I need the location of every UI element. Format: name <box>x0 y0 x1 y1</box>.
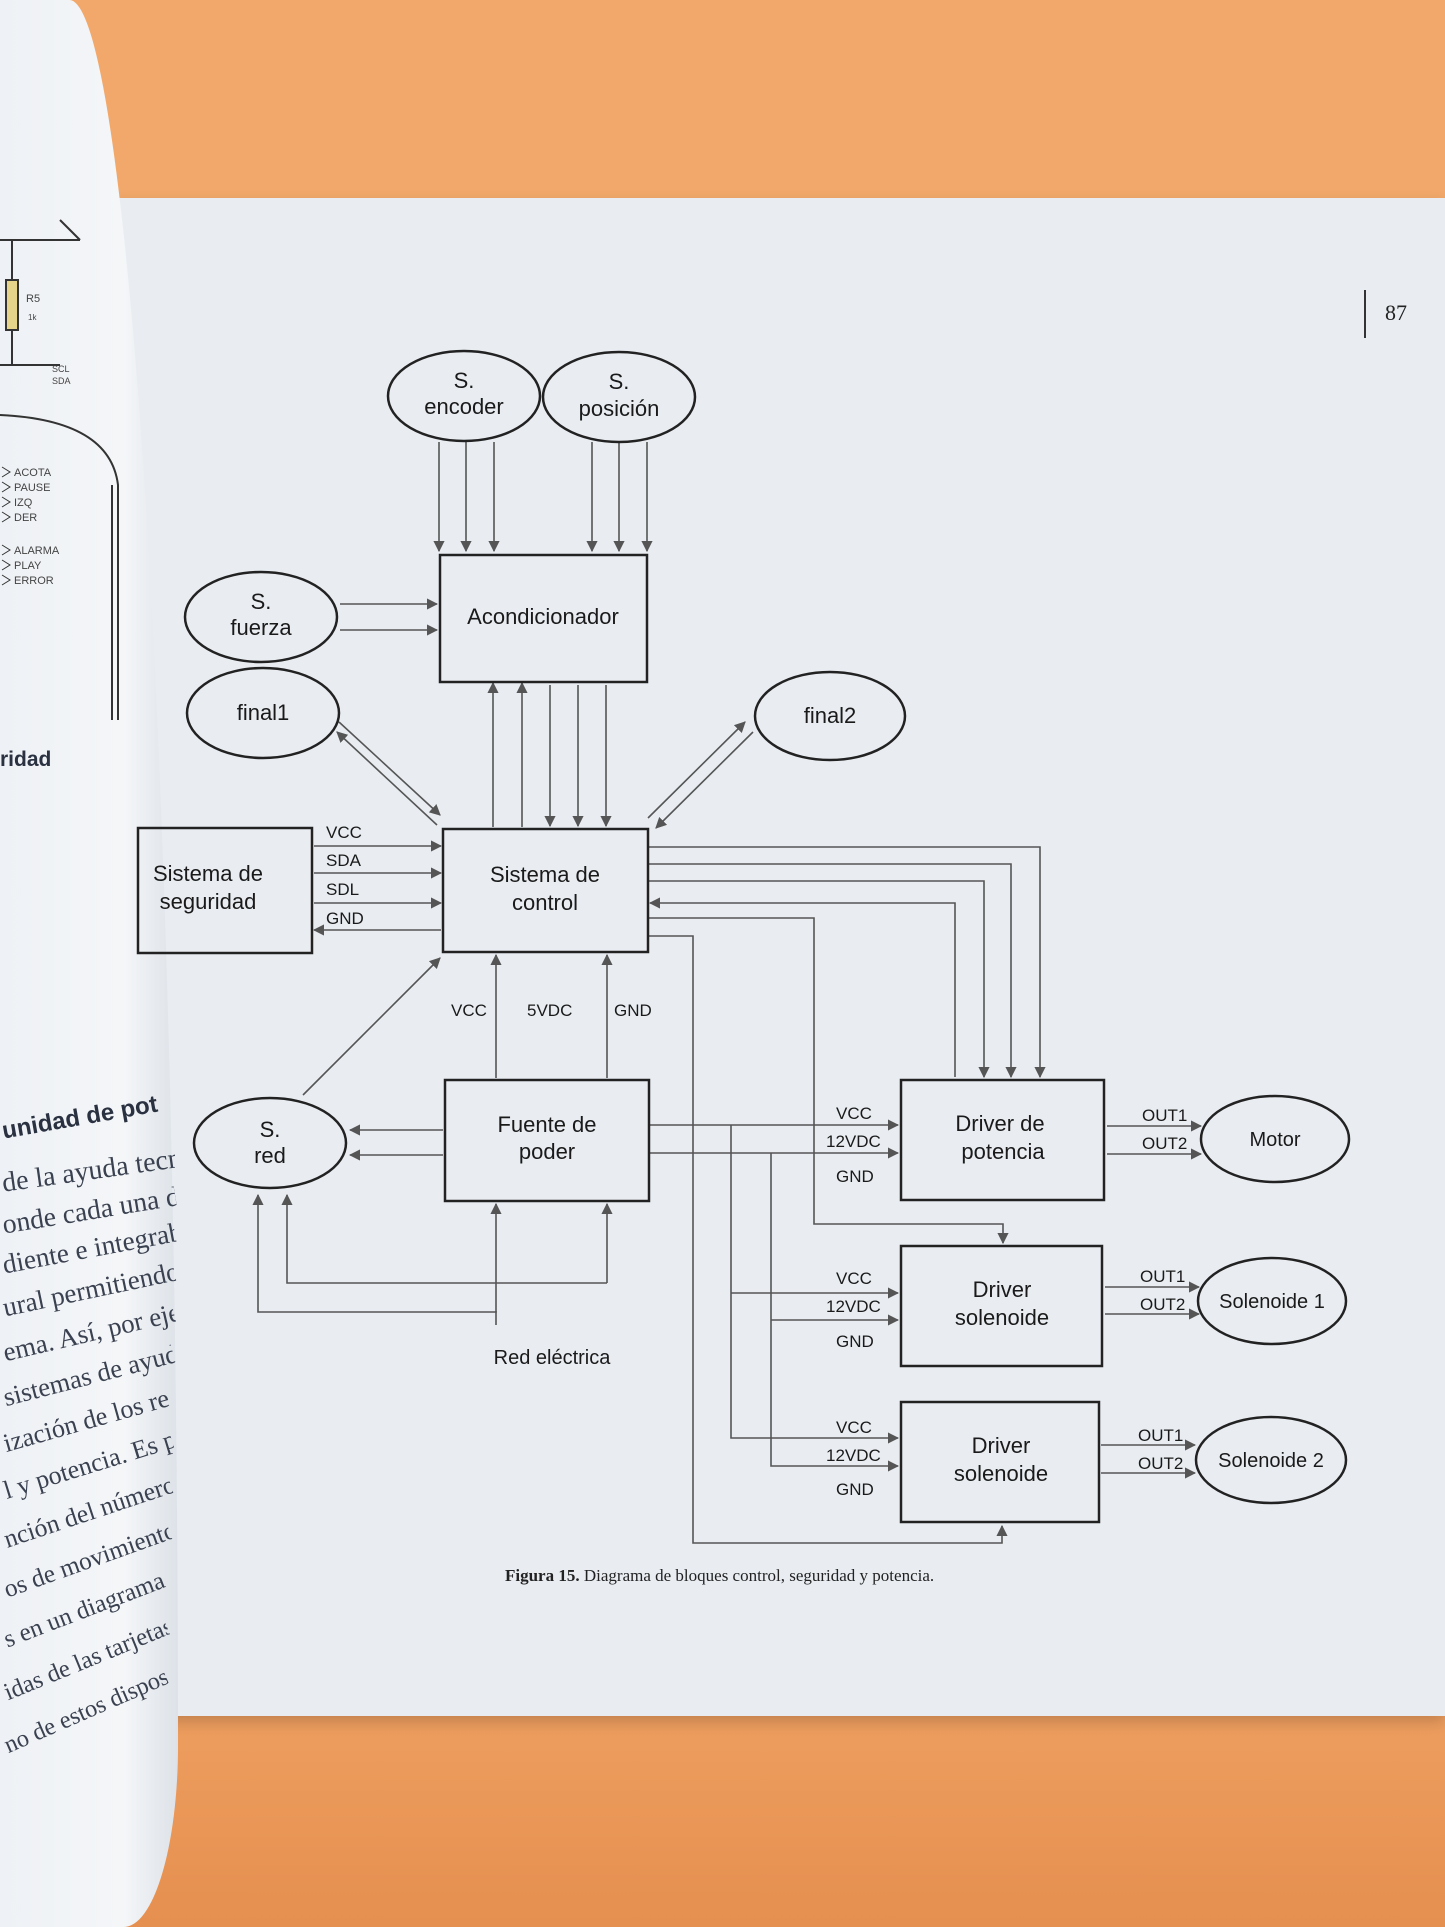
dp-gnd: GND <box>836 1167 874 1186</box>
schematic-pin-label: PAUSE <box>14 482 50 494</box>
node-labels: S. encoder S. posición S. fuerza final1 … <box>153 368 1325 1486</box>
sistema-control-block <box>441 827 650 954</box>
motor-ellipse <box>1199 1094 1351 1184</box>
schematic-pin-label: ACOTA <box>14 467 52 479</box>
driver-potencia-label-2: potencia <box>961 1139 1045 1164</box>
acondicionador-block <box>438 553 649 684</box>
resistor-label: R5 <box>26 293 40 305</box>
sec-sdl: SDL <box>326 880 359 899</box>
driver-potencia-block <box>899 1078 1106 1202</box>
sol2-out2: OUT2 <box>1138 1454 1183 1473</box>
solenoide-2-ellipse <box>1194 1415 1348 1505</box>
header-divider <box>1364 290 1366 338</box>
ds1-vcc: VCC <box>836 1269 872 1288</box>
ds1-12vdc: 12VDC <box>826 1297 881 1316</box>
figure-caption-text: Diagrama de bloques control, seguridad y… <box>583 1566 935 1585</box>
s-fuerza-ellipse <box>183 570 339 664</box>
signal-labels: VCC SDA SDL GND VCC 5VDC GND VCC 12VDC G… <box>326 823 1187 1499</box>
schematic-pin-arrow <box>1 511 11 523</box>
driver-potencia-label-1: Driver de <box>955 1111 1044 1136</box>
connections <box>252 442 1203 1544</box>
pwr-5vdc: 5VDC <box>527 1001 572 1020</box>
sol2-out1: OUT1 <box>1138 1426 1183 1445</box>
s-encoder-label-2: encoder <box>424 394 504 419</box>
page-number: 87 <box>1385 300 1407 325</box>
ds2-12vdc: 12VDC <box>826 1446 881 1465</box>
figure-caption-label: Figura 15. <box>505 1566 580 1585</box>
schematic-pin-label: ALARMA <box>14 545 60 557</box>
figure-caption: Figura 15. Diagrama de bloques control, … <box>505 1566 934 1586</box>
driver-solenoide-2-block <box>899 1400 1101 1524</box>
s-posicion-label-1: S. <box>609 369 630 394</box>
sec-vcc: VCC <box>326 823 362 842</box>
s-red-label-1: S. <box>260 1117 281 1142</box>
pin-scl: SCL <box>52 364 70 374</box>
schematic-pin-arrow <box>1 481 11 493</box>
solenoide-1-label: Solenoide 1 <box>1219 1291 1325 1313</box>
schematic-pin-arrow <box>1 544 11 556</box>
motor-label: Motor <box>1249 1129 1300 1151</box>
driver-solenoide-1-label-1: Driver <box>973 1277 1032 1302</box>
pwr-vcc: VCC <box>451 1001 487 1020</box>
final2-ellipse <box>753 670 907 762</box>
sec-sda: SDA <box>326 851 362 870</box>
s-red-label-2: red <box>254 1143 286 1168</box>
red-electrica-label: Red eléctrica <box>494 1347 612 1369</box>
schematic-pin-arrow <box>1 466 11 478</box>
s-encoder-label-1: S. <box>454 368 475 393</box>
sistema-control-label-1: Sistema de <box>490 862 600 887</box>
dp-vcc: VCC <box>836 1104 872 1123</box>
s-posicion-label-2: posición <box>579 396 660 421</box>
schematic-pin-arrow <box>1 559 11 571</box>
left-page-schematic: R5 1k SCL SDA ACOTA PAUSE IZQ DER ALARMA PLAY… <box>0 219 119 720</box>
sistema-control-label-2: control <box>512 890 578 915</box>
solenoide-2-label: Solenoide 2 <box>1218 1450 1324 1472</box>
ds1-gnd: GND <box>836 1332 874 1351</box>
driver-solenoide-2-label-1: Driver <box>972 1433 1031 1458</box>
pwr-gnd: GND <box>614 1001 652 1020</box>
schematic-pin-arrow <box>1 574 11 586</box>
solenoide-1-ellipse <box>1196 1256 1348 1346</box>
sec-gnd: GND <box>326 909 364 928</box>
final1-label: final1 <box>237 700 290 725</box>
s-fuerza-label-2: fuerza <box>230 615 292 640</box>
fuente-poder-block <box>443 1078 651 1203</box>
blocks <box>136 349 1351 1524</box>
desk-surface <box>0 1700 1445 1927</box>
schematic-pin-label: DER <box>14 512 37 524</box>
fuente-poder-label-2: poder <box>519 1139 575 1164</box>
schematic-pin-label: IZQ <box>14 497 33 509</box>
pin-sda: SDA <box>52 376 71 386</box>
ds2-vcc: VCC <box>836 1418 872 1437</box>
s-posicion-ellipse <box>541 350 697 444</box>
fuente-poder-label-1: Fuente de <box>497 1112 596 1137</box>
schematic-pin-arrow <box>1 496 11 508</box>
s-red-ellipse <box>192 1096 348 1190</box>
acondicionador-label: Acondicionador <box>467 604 619 629</box>
s-encoder-ellipse <box>386 349 542 443</box>
sistema-seguridad-label-2: seguridad <box>160 889 257 914</box>
schematic-pin-label: ERROR <box>14 575 54 587</box>
driver-solenoide-1-block <box>899 1244 1104 1368</box>
resistor-value: 1k <box>28 313 37 322</box>
motor-out1: OUT1 <box>1142 1106 1187 1125</box>
final1-ellipse <box>185 666 341 760</box>
schematic-pin-label: PLAY <box>14 560 42 572</box>
sistema-seguridad-label-1: Sistema de <box>153 861 263 886</box>
final2-label: final2 <box>804 703 857 728</box>
motor-out2: OUT2 <box>1142 1134 1187 1153</box>
dp-12vdc: 12VDC <box>826 1132 881 1151</box>
ds2-gnd: GND <box>836 1480 874 1499</box>
sol1-out2: OUT2 <box>1140 1295 1185 1314</box>
left-heading: ridad <box>0 748 52 771</box>
s-fuerza-label-1: S. <box>251 589 272 614</box>
sistema-seguridad-block <box>136 826 314 955</box>
driver-solenoide-2-label-2: solenoide <box>954 1461 1048 1486</box>
book-page-right <box>115 198 1445 1716</box>
driver-solenoide-1-label-2: solenoide <box>955 1305 1049 1330</box>
sol1-out1: OUT1 <box>1140 1267 1185 1286</box>
